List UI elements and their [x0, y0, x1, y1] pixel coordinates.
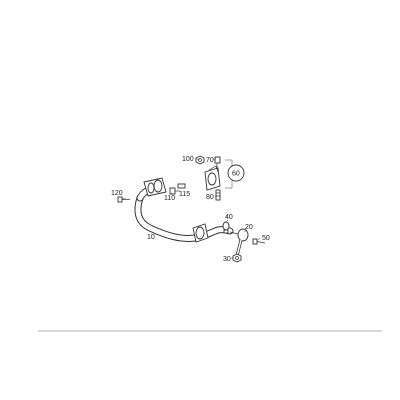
washer-40 [222, 221, 230, 234]
nut-30 [232, 253, 242, 263]
leader-60-bottom [225, 180, 233, 189]
link-rod-20 [229, 228, 249, 257]
bolt-70 [214, 156, 221, 168]
label-70: 70 [206, 157, 214, 164]
clamp-bracket-assembly [204, 165, 221, 191]
bolt-120 [117, 196, 130, 203]
label-120: 120 [111, 190, 123, 197]
bolt-110 [169, 187, 180, 195]
bolt-80 [215, 189, 221, 201]
label-10: 10 [147, 234, 155, 241]
washer-115 [177, 183, 186, 189]
callout-circle-60 [227, 164, 245, 182]
label-80: 80 [206, 194, 214, 201]
leader-20 [243, 229, 248, 233]
bolt-50 [252, 238, 266, 245]
label-110: 110 [164, 195, 175, 202]
nut-100 [195, 155, 205, 165]
label-50: 50 [262, 235, 270, 242]
label-40: 40 [225, 214, 233, 221]
left-bar-bushing [143, 177, 167, 197]
label-100: 100 [182, 156, 194, 163]
label-20: 20 [245, 224, 253, 231]
label-60: 60 [232, 171, 240, 178]
leader-40 [225, 219, 229, 223]
label-115: 115 [179, 191, 190, 198]
leader-60-top [225, 159, 233, 168]
label-30: 30 [223, 256, 231, 263]
right-bar-bushing [192, 223, 209, 243]
leader-50 [257, 237, 261, 241]
leader-120 [121, 197, 127, 200]
